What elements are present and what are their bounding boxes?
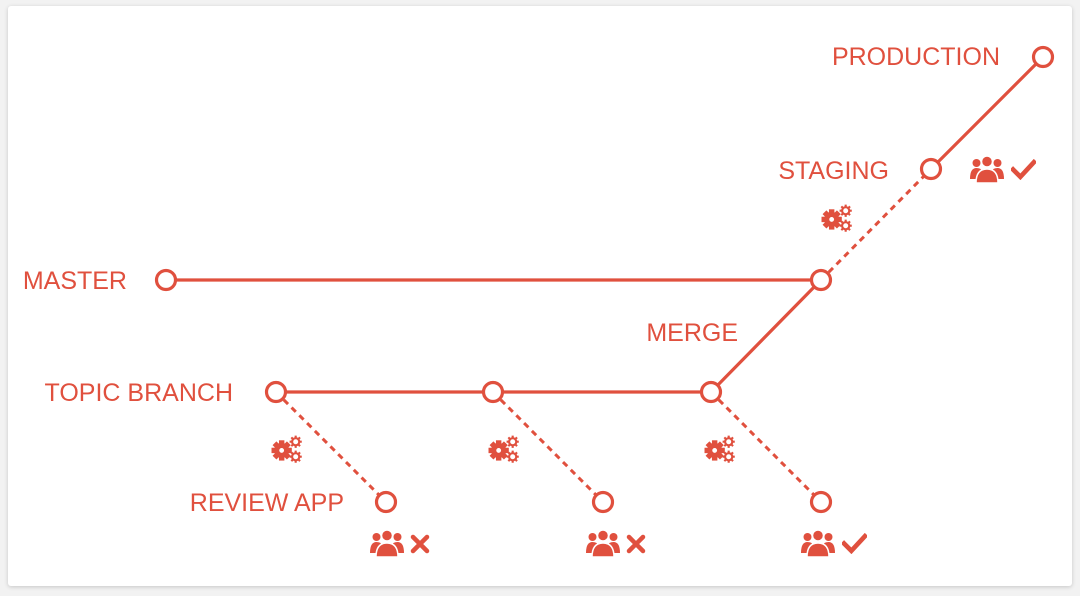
merge-line <box>709 278 823 394</box>
gears-icon <box>487 434 520 463</box>
team-icon <box>801 529 835 557</box>
staging-deploy-line <box>819 167 933 282</box>
master-start-node <box>154 268 178 292</box>
production-label: PRODUCTION <box>832 43 1000 71</box>
check-icon <box>844 536 865 551</box>
review-deploy-line-3 <box>709 390 823 504</box>
production-deploy-line <box>929 55 1045 171</box>
production-node <box>1031 45 1055 69</box>
diagram-card <box>8 6 1072 586</box>
team-icon <box>970 155 1004 183</box>
review-app-node-3 <box>809 490 833 514</box>
topic-branch-node-3 <box>699 380 723 404</box>
gears-icon <box>820 203 853 232</box>
merge-label: MERGE <box>646 319 738 347</box>
topic-branch-node-2 <box>481 380 505 404</box>
team-icon <box>586 529 620 557</box>
topic-branch-label: TOPIC BRANCH <box>45 379 233 407</box>
review-app-node-1 <box>374 490 398 514</box>
gears-icon <box>703 434 736 463</box>
master-label: MASTER <box>23 267 127 295</box>
cross-icon <box>413 537 427 551</box>
check-icon <box>1013 162 1034 177</box>
staging-node <box>919 157 943 181</box>
cross-icon <box>629 537 643 551</box>
review-deploy-line-1 <box>274 390 388 504</box>
topic-branch-node-1 <box>264 380 288 404</box>
gears-icon <box>270 434 303 463</box>
merge-node <box>809 268 833 292</box>
review-app-node-2 <box>591 490 615 514</box>
team-icon <box>370 529 404 557</box>
staging-label: STAGING <box>778 157 889 185</box>
review-deploy-line-2 <box>491 390 605 504</box>
review-app-label: REVIEW APP <box>190 489 344 517</box>
